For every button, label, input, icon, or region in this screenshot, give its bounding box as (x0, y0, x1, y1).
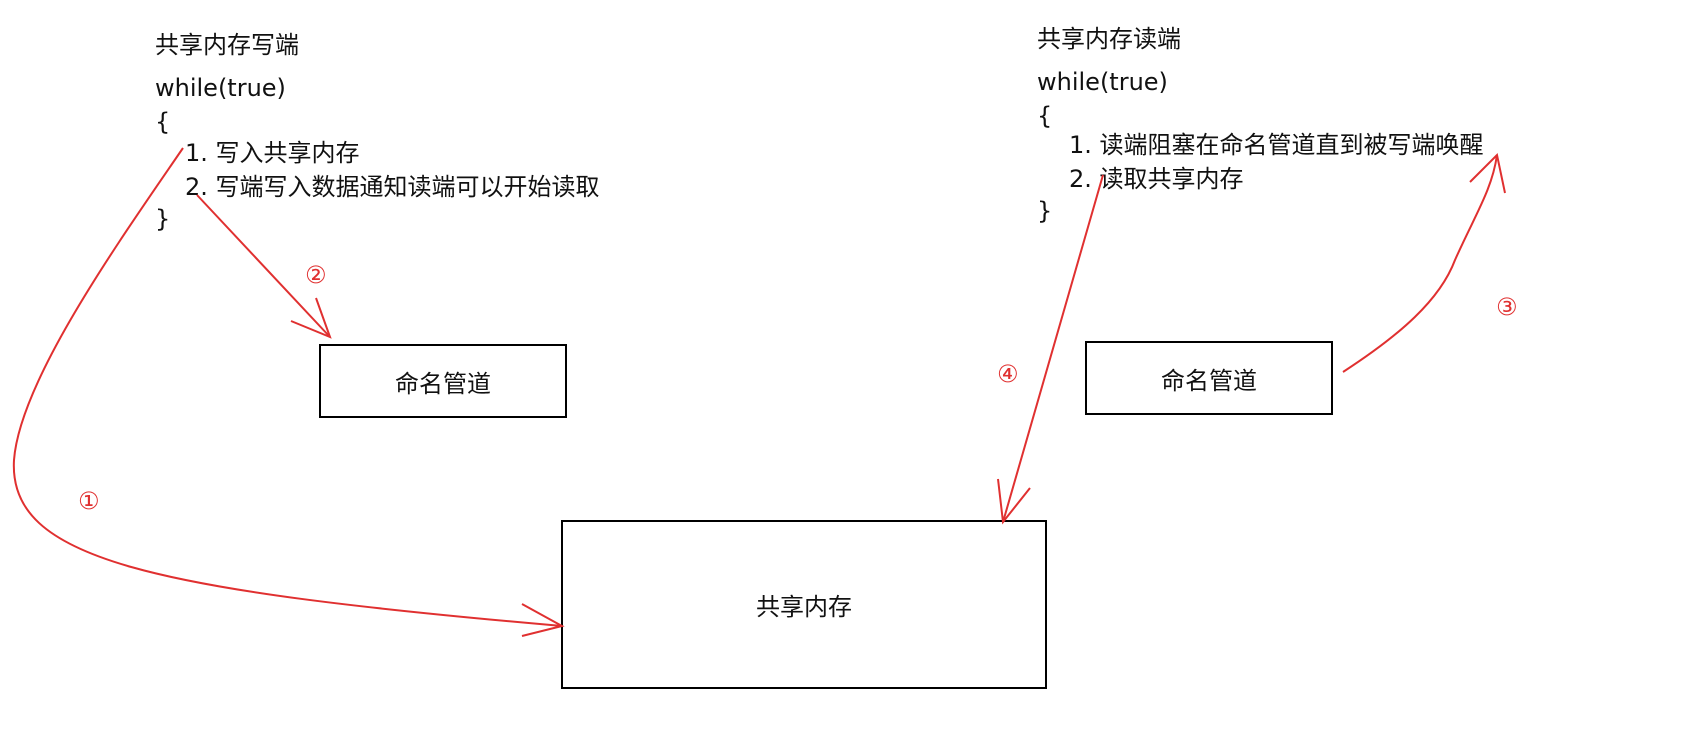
marker-1: ① (78, 487, 100, 515)
named-pipe-box-right: 命名管道 (1085, 341, 1333, 415)
writer-loop-head: while(true) (155, 74, 286, 102)
reader-open-brace: { (1037, 102, 1053, 130)
marker-2: ② (305, 261, 327, 289)
reader-step-2: 2. 读取共享内存 (1069, 165, 1244, 193)
named-pipe-box-left: 命名管道 (319, 344, 567, 418)
reader-loop-head: while(true) (1037, 68, 1168, 96)
named-pipe-label-right: 命名管道 (1161, 366, 1257, 395)
writer-title: 共享内存写端 (155, 31, 299, 59)
arrow-4-head (997, 478, 1031, 525)
shared-memory-box: 共享内存 (561, 520, 1047, 689)
named-pipe-label-left: 命名管道 (395, 369, 491, 398)
marker-3: ③ (1496, 293, 1518, 321)
writer-close-brace: } (155, 205, 171, 233)
reader-close-brace: } (1037, 197, 1053, 225)
shared-memory-label: 共享内存 (756, 593, 852, 621)
reader-step-1: 1. 读端阻塞在命名管道直到被写端唤醒 (1069, 131, 1484, 159)
arrow-3 (1342, 154, 1498, 373)
arrow-3-head (1469, 152, 1506, 194)
writer-open-brace: { (155, 108, 171, 136)
marker-4: ④ (997, 360, 1019, 388)
arrow-2-head (290, 297, 332, 339)
arrow-1-head (521, 603, 565, 637)
reader-title: 共享内存读端 (1037, 25, 1181, 53)
writer-step-2: 2. 写端写入数据通知读端可以开始读取 (185, 173, 600, 201)
writer-step-1: 1. 写入共享内存 (185, 139, 360, 167)
